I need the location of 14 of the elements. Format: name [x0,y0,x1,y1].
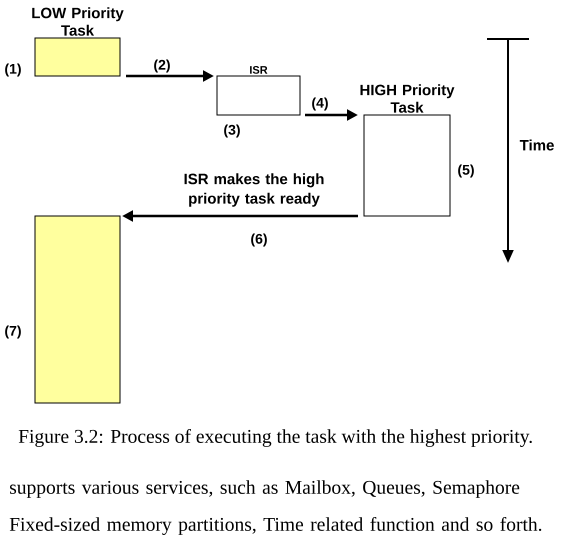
time-label: Time [520,140,554,150]
step-number: (1) [5,63,21,77]
step-number: (5) [458,164,474,178]
box-heading: LOW Priority Task [32,7,124,36]
edge-label: (4) [310,96,330,112]
edge-label: (2) [152,58,172,74]
edge-label: (6) [249,232,269,248]
box-heading: HIGH Priority Task [360,84,454,113]
figure-caption: Figure 3.2: Process of executing the task with the highest priority. [18,429,532,447]
step-number: (7) [5,325,21,339]
annotation-text: ISR makes the high priority task ready [184,173,324,207]
body-text: supports various services, such as Mailbox, Queues, Semaphore Fixed-sized memory partitions, Time related function and so forth. [10,480,542,535]
step-number: (3) [224,124,240,138]
box-heading: ISR [250,66,268,74]
